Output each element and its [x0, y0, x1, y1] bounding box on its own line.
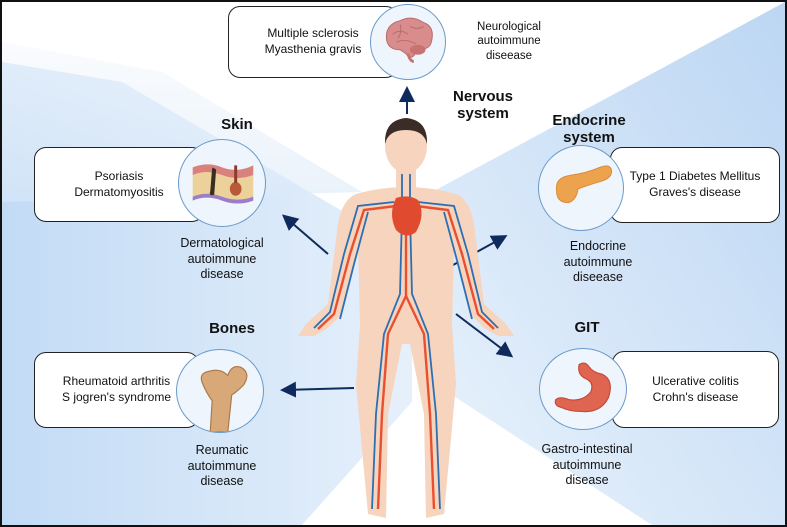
bones-caption: Reumatic autoimmune disease [187, 443, 257, 489]
bones-disease-2: S jogren's syndrome [61, 390, 171, 404]
nervous-diseases-box: Multiple sclerosis Myasthenia gravis [228, 6, 398, 78]
skin-disease-1: Psoriasis [94, 168, 144, 183]
skin-layers-icon [192, 164, 254, 204]
git-disease-2: Crohn's disease [652, 389, 739, 404]
heart [392, 196, 422, 236]
brain-icon [385, 17, 433, 63]
nervous-disease-2: Myasthenia gravis [264, 42, 362, 56]
bones-disease-1: Rheumatoid arthritis [62, 374, 171, 389]
endocrine-icon-circle [538, 145, 624, 231]
nervous-title: Nervous system [452, 88, 514, 123]
skin-diseases-box: Psoriasis Dermatomyositis [34, 147, 204, 222]
stomach-icon [554, 362, 611, 413]
femur-bone-icon [200, 366, 248, 432]
git-disease-1: Ulcerative colitis [652, 373, 739, 388]
nervous-disease-1: Multiple sclerosis [267, 26, 359, 41]
endocrine-disease-1: Type 1 Diabetes Mellitus [629, 169, 761, 184]
git-diseases-box: Ulcerative colitis Crohn's disease [612, 351, 779, 428]
bones-diseases-box: Rheumatoid arthritis S jogren's syndrome [34, 352, 199, 428]
endocrine-title: Endocrine system [552, 112, 626, 147]
bones-icon-circle [176, 349, 264, 433]
endocrine-diseases-box: Type 1 Diabetes Mellitus Graves's diseas… [610, 147, 780, 223]
hair [384, 118, 428, 144]
bones-title: Bones [209, 320, 255, 337]
nervous-caption: Neurological autoimmune diseease [477, 21, 541, 62]
endocrine-caption: Endocrine autoimmune diseease [563, 239, 633, 285]
skin-title: Skin [221, 116, 253, 133]
nervous-icon-circle [370, 4, 446, 80]
skin-disease-2: Dermatomyositis [74, 184, 164, 199]
arrow-to-skin [281, 214, 329, 255]
arteries [317, 204, 495, 510]
git-title: GIT [574, 319, 600, 336]
git-icon-circle [539, 348, 627, 430]
human-circulatory-figure [298, 118, 514, 518]
skin-icon-circle [178, 139, 266, 227]
endocrine-disease-2: Graves's disease [649, 185, 741, 199]
arrow-to-git [455, 313, 514, 358]
arrow-to-bones [280, 381, 355, 398]
pancreas-icon [555, 165, 613, 204]
skin-caption: Dermatological autoimmune disease [180, 236, 264, 282]
git-caption: Gastro-intestinal autoimmune disease [541, 442, 633, 488]
